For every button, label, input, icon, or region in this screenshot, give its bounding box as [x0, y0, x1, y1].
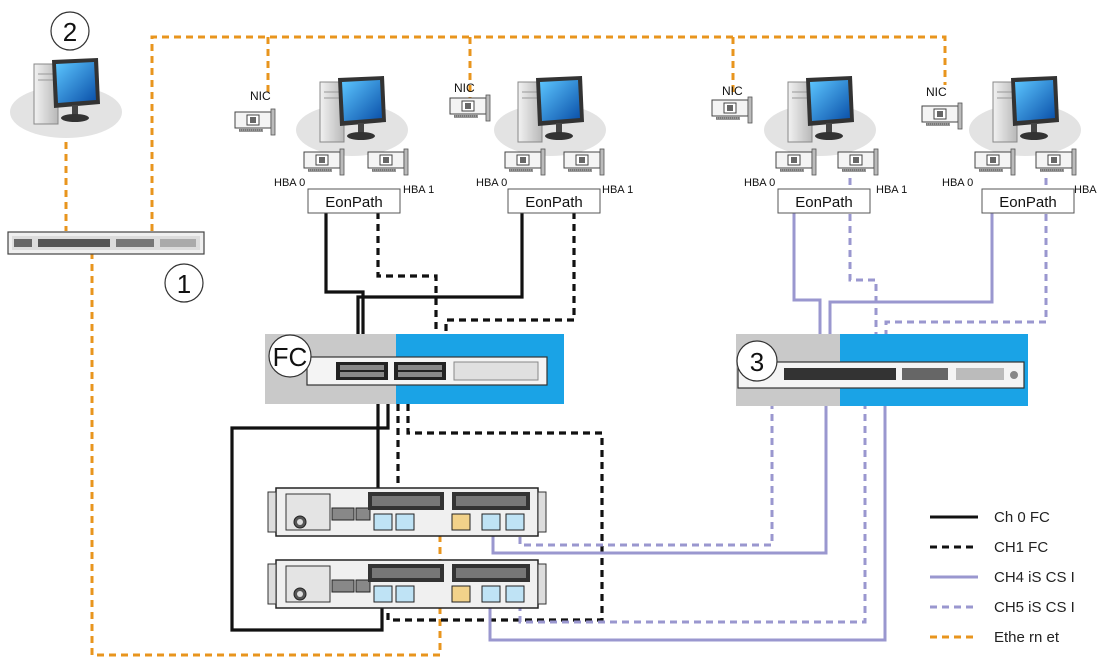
- raid-controller-lower: [267, 559, 547, 609]
- legend-item: CH4 iS CS I: [930, 569, 1075, 586]
- eonpath-label: EonPath: [999, 194, 1057, 211]
- fc-channel-1-links: [376, 212, 604, 622]
- ethernet-switch: [7, 231, 205, 255]
- nic-card-icon: [921, 102, 963, 130]
- hba-card-icon: [974, 148, 1016, 176]
- hba1-label: HBA 1: [602, 184, 633, 196]
- hba-card-icon: [837, 148, 879, 176]
- legend-item: Ch 0 FC: [930, 509, 1050, 526]
- legend-label: CH5 iS CS I: [994, 599, 1075, 616]
- iscsi-switch: 3: [736, 334, 1028, 406]
- legend-item: CH5 iS CS I: [930, 599, 1075, 616]
- eonpath-label: EonPath: [525, 194, 583, 211]
- legend-item: Ethe rn et: [930, 629, 1060, 646]
- svg-text:1: 1: [177, 269, 191, 299]
- legend-label: CH1 FC: [994, 539, 1048, 556]
- hba0-label: HBA 0: [942, 177, 973, 189]
- raid-controller-upper: [267, 487, 547, 537]
- hba-card-icon: [504, 148, 546, 176]
- legend: Ch 0 FC CH1 FC CH4 iS CS I CH5 iS CS I Ethe …: [930, 509, 1075, 646]
- callout-1: 1: [164, 263, 204, 303]
- computer-icon: [295, 75, 409, 157]
- controller-module-icon: [267, 487, 547, 537]
- eonpath-box: EonPath: [507, 188, 601, 214]
- eonpath-label: EonPath: [325, 194, 383, 211]
- host-computer-a: [295, 75, 409, 157]
- computer-icon: [9, 57, 123, 139]
- hba-card-icon: [367, 148, 409, 176]
- eonpath-box: EonPath: [307, 188, 401, 214]
- hba0-label: HBA 0: [476, 177, 507, 189]
- hba0-label: HBA 0: [274, 177, 305, 189]
- nic-label: NIC: [454, 81, 475, 95]
- nic-card-icon: [234, 108, 276, 136]
- nic-label: NIC: [926, 85, 947, 99]
- host-computer-b: [493, 75, 607, 157]
- fc-switch: FC: [265, 334, 564, 404]
- svg-text:3: 3: [750, 347, 764, 377]
- fc-switch-label: FC: [273, 342, 308, 372]
- computer-icon: [493, 75, 607, 157]
- host-computer-2: [9, 57, 123, 139]
- hba-card-icon: [775, 148, 817, 176]
- hba-card-icon: [563, 148, 605, 176]
- eonpath-box: EonPath: [981, 188, 1075, 214]
- hba1-label: HBA 1: [403, 184, 434, 196]
- iscsi-channel-4-links: [488, 212, 994, 642]
- host-computer-c: [763, 75, 877, 157]
- hba-card-icon: [1035, 148, 1077, 176]
- legend-label: Ch 0 FC: [994, 509, 1050, 526]
- legend-label: CH4 iS CS I: [994, 569, 1075, 586]
- host-computer-d: [968, 75, 1082, 157]
- callout-2: 2: [50, 11, 90, 51]
- computer-icon: [763, 75, 877, 157]
- computer-icon: [968, 75, 1082, 157]
- nic-card-icon: [449, 94, 491, 122]
- controller-module-icon: [267, 559, 547, 609]
- legend-item: CH1 FC: [930, 539, 1048, 556]
- hba-card-icon: [303, 148, 345, 176]
- legend-label: Ethe rn et: [994, 629, 1060, 646]
- svg-text:2: 2: [63, 17, 77, 47]
- nic-label: NIC: [250, 89, 271, 103]
- hba1-label: HBA 1: [876, 184, 907, 196]
- hba0-label: HBA 0: [744, 177, 775, 189]
- eonpath-box: EonPath: [777, 188, 871, 214]
- nic-label: NIC: [722, 84, 743, 98]
- eonpath-label: EonPath: [795, 194, 853, 211]
- nic-card-icon: [711, 96, 753, 124]
- hba1-label: HBA: [1074, 184, 1097, 196]
